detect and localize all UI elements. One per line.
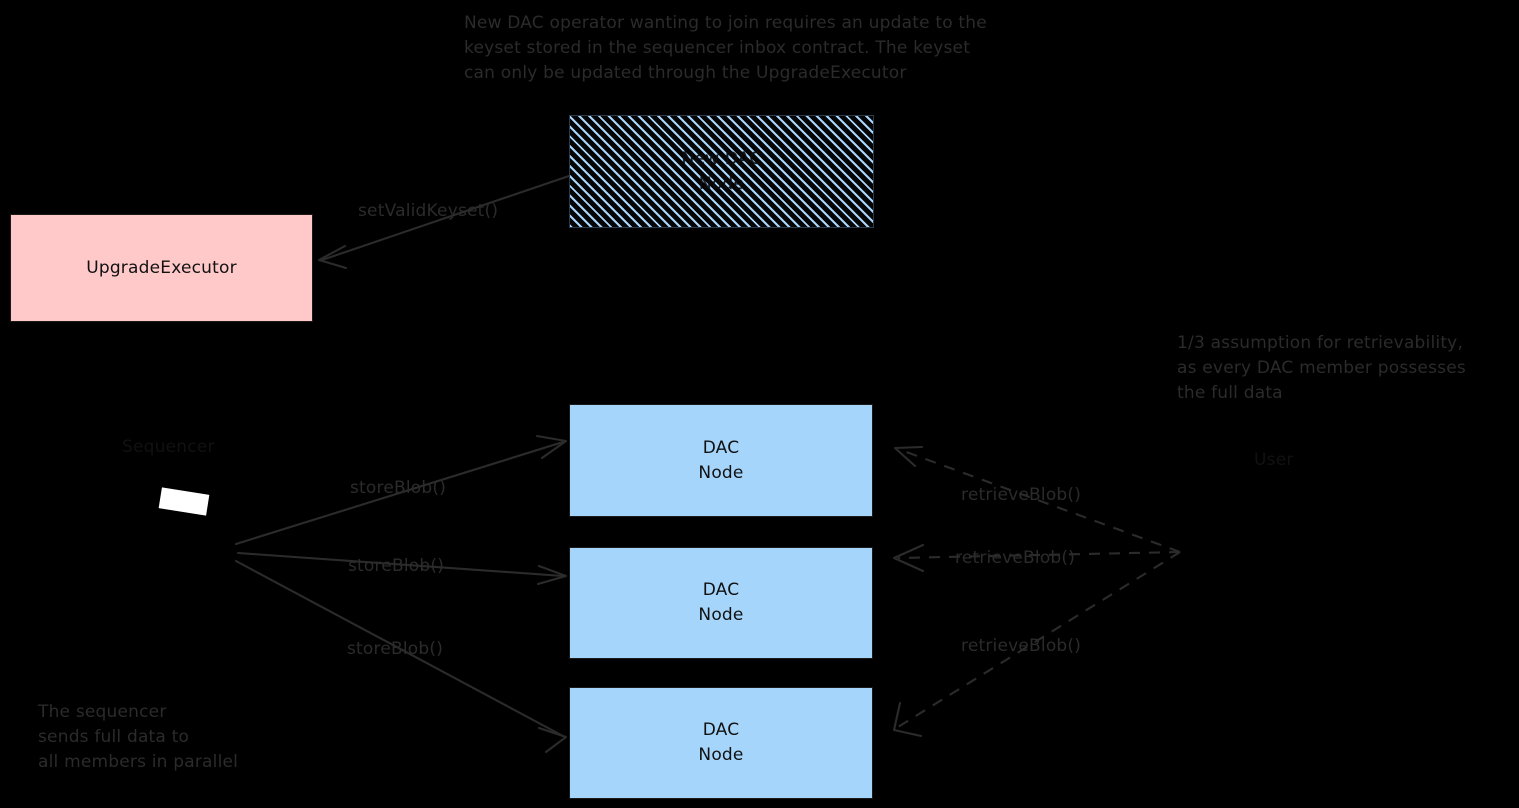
edge-label-store-blob-2: storeBlob() bbox=[348, 556, 445, 576]
edge-set-valid-keyset bbox=[317, 174, 571, 270]
edge-label-set-valid-keyset: setValidKeyset() bbox=[358, 201, 499, 221]
upgrade-executor-box[interactable]: UpgradeExecutor bbox=[10, 214, 313, 322]
edge-retrieve-blob-2 bbox=[892, 543, 1181, 573]
edge-store-blob-2 bbox=[236, 551, 568, 586]
note-top: New DAC operator wanting to join require… bbox=[464, 13, 987, 83]
new-dac-node-label: New DAC Node bbox=[681, 148, 762, 194]
edge-label-store-blob-1: storeBlob() bbox=[350, 478, 447, 498]
upgrade-executor-label: UpgradeExecutor bbox=[86, 257, 237, 278]
note-bottom-left: The sequencer sends full data to all mem… bbox=[38, 702, 239, 772]
edge-label-retrieve-blob-1: retrieveBlob() bbox=[961, 485, 1082, 505]
dac-node-label-2: DAC Node bbox=[698, 580, 744, 625]
edge-store-blob-3 bbox=[234, 559, 568, 754]
user-label: User bbox=[1254, 450, 1294, 470]
note-right: 1/3 assumption for retrievability, as ev… bbox=[1177, 333, 1466, 403]
edge-label-retrieve-blob-2: retrieveBlob() bbox=[955, 548, 1076, 568]
edge-retrieve-blob-1 bbox=[893, 445, 1181, 553]
dac-node-box-3[interactable]: DAC Node bbox=[569, 687, 873, 799]
dac-node-label-3: DAC Node bbox=[698, 720, 744, 765]
edge-label-store-blob-3: storeBlob() bbox=[347, 639, 444, 659]
dac-node-box-1[interactable]: DAC Node bbox=[569, 404, 873, 517]
sequencer-label: Sequencer bbox=[122, 437, 215, 457]
edge-store-blob-1 bbox=[234, 434, 568, 546]
new-dac-node-box[interactable]: New DAC Node bbox=[569, 115, 874, 228]
dac-node-box-2[interactable]: DAC Node bbox=[569, 547, 873, 659]
edge-label-retrieve-blob-3: retrieveBlob() bbox=[961, 636, 1082, 656]
dac-node-label-1: DAC Node bbox=[698, 437, 744, 483]
edge-retrieve-blob-3 bbox=[892, 551, 1181, 738]
